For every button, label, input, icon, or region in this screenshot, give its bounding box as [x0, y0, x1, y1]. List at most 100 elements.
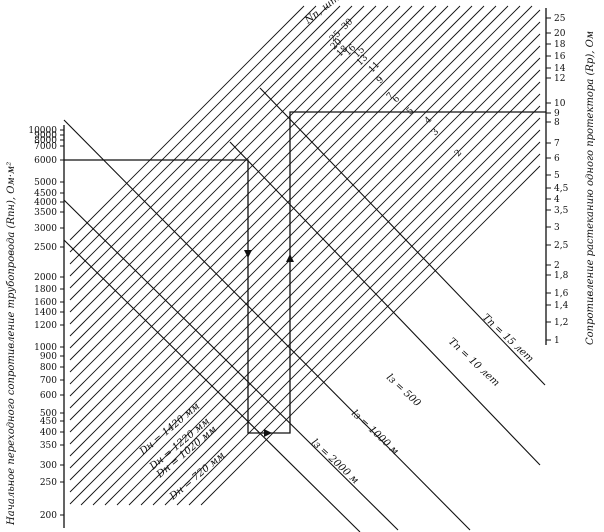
n-line [69, 5, 365, 301]
left-tick-label: 1400 [34, 308, 57, 318]
right-tick-label: 25 [554, 14, 566, 24]
length-label: lз = 1000 м [349, 408, 401, 457]
n-label: 6 [391, 94, 402, 105]
right-axis-title: Сопротивление растеканию одного протекто… [585, 31, 596, 345]
parameter-line [63, 199, 399, 531]
n-line [69, 21, 541, 493]
n-line [69, 5, 425, 361]
n-line [140, 105, 541, 506]
n-label: 30 [340, 17, 355, 32]
n-line [80, 45, 541, 506]
n-line [200, 165, 541, 506]
n-line [69, 5, 521, 457]
right-tick-label: 7 [554, 139, 560, 149]
n-line [69, 5, 389, 325]
n-label: 4 [423, 115, 434, 126]
right-tick-label: 9 [554, 109, 560, 119]
parallel-lines-family [69, 5, 541, 506]
length-label: lз = 2000 м [309, 437, 361, 486]
right-axis-ticks: 25201816141210987654,543,532,521,81,61,4… [546, 14, 569, 346]
parameter-line [229, 141, 541, 466]
parameter-line [63, 239, 361, 532]
right-tick-label: 1,4 [554, 301, 569, 311]
right-tick-label: 6 [554, 154, 560, 164]
n-line [69, 5, 317, 253]
left-tick-label: 350 [40, 441, 57, 451]
left-tick-label: 500 [40, 409, 57, 419]
left-tick-label: 7000 [34, 142, 57, 152]
left-tick-label: 400 [40, 428, 57, 438]
n-label: 2 [453, 148, 464, 159]
right-tick-label: 8 [554, 118, 560, 128]
n-line [69, 9, 541, 481]
right-tick-label: 18 [554, 40, 566, 50]
right-tick-label: 1 [554, 336, 560, 346]
n-line [69, 5, 485, 421]
right-tick-label: 4,5 [554, 184, 569, 194]
n-family-title: Nп, шт [302, 0, 341, 27]
n-line [69, 5, 449, 385]
n-line [69, 33, 541, 505]
left-tick-label: 2000 [34, 273, 57, 283]
left-tick-label: 9000 [34, 131, 57, 141]
n-line [69, 5, 533, 469]
left-axis-title: Начальное переходного сопротивление труб… [6, 162, 17, 526]
n-line [69, 5, 305, 241]
left-tick-label: 10000 [28, 126, 57, 136]
n-line [69, 5, 497, 433]
n-line [69, 5, 377, 313]
n-label: 3 [430, 127, 441, 138]
n-line [69, 5, 413, 349]
left-tick-label: 1200 [34, 321, 57, 331]
left-tick-label: 6000 [34, 156, 57, 166]
n-line [152, 117, 541, 506]
left-tick-label: 4000 [34, 198, 57, 208]
n-line [69, 5, 437, 373]
right-tick-label: 20 [554, 29, 566, 39]
right-tick-label: 4 [554, 195, 560, 205]
left-tick-label: 300 [40, 461, 57, 471]
n-line [164, 129, 541, 506]
right-tick-label: 1,2 [554, 318, 568, 328]
left-tick-label: 3500 [34, 208, 57, 218]
right-tick-label: 3 [554, 223, 560, 233]
right-tick-label: 10 [554, 99, 566, 109]
right-tick-label: 2 [554, 261, 560, 271]
n-line [69, 5, 461, 397]
n-label: 9 [375, 75, 386, 86]
n-line [69, 5, 509, 445]
left-tick-label: 600 [40, 391, 57, 401]
time-label: Tп = 10 лет [446, 336, 501, 389]
n-label: 5 [405, 106, 416, 117]
right-tick-label: 12 [554, 74, 565, 84]
right-tick-label: 1,6 [554, 289, 569, 299]
left-axis-ticks: 1000090008000700060005000450040003500300… [28, 126, 64, 521]
left-tick-label: 4500 [34, 189, 57, 199]
n-line [69, 5, 473, 409]
right-tick-label: 14 [554, 64, 566, 74]
n-line [128, 93, 541, 506]
right-tick-label: 16 [554, 52, 566, 62]
path-arrows [244, 250, 294, 437]
left-tick-label: 1600 [34, 298, 57, 308]
n-line [176, 141, 541, 506]
n-line [69, 5, 341, 277]
n-line [92, 57, 541, 506]
n-label: 7 [385, 91, 396, 102]
left-tick-label: 250 [40, 478, 57, 488]
left-tick-label: 8000 [34, 136, 57, 146]
n-line [116, 81, 541, 506]
n-line [188, 153, 541, 506]
time-label: Tп = 15 лет [480, 312, 535, 365]
left-tick-label: 200 [40, 511, 57, 521]
n-line [69, 5, 401, 337]
descending-lines [63, 87, 546, 532]
n-line [69, 5, 353, 289]
left-tick-label: 450 [40, 417, 57, 427]
left-tick-label: 2500 [34, 243, 57, 253]
right-tick-label: 5 [554, 171, 560, 181]
